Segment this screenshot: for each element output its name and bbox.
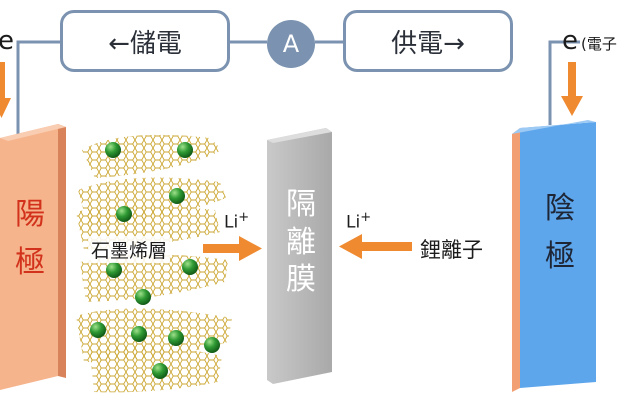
li-sphere (90, 322, 106, 338)
electron-arrow-right (561, 62, 583, 116)
li-sphere (204, 337, 220, 353)
li-sphere (152, 363, 168, 379)
cathode-label-char: 陰 (545, 191, 575, 226)
li-sphere (182, 259, 198, 275)
ion-arrow-left (203, 236, 262, 261)
anode-label: 陽 極 (10, 196, 50, 281)
anode-electrode (0, 124, 66, 390)
ammeter: A (267, 20, 315, 68)
separator (267, 128, 332, 384)
lithium-ion-label: 鋰離子 (420, 238, 483, 262)
cathode-electrode (512, 120, 596, 392)
li-charge: + (360, 210, 372, 225)
anode-label-char: 陽 (15, 197, 45, 232)
separator-label-char: 隔 (286, 187, 316, 222)
li-symbol: Li (346, 212, 361, 233)
li-sphere (106, 262, 122, 278)
li-symbol: Li (224, 212, 239, 233)
separator-label-char: 膜 (286, 262, 316, 297)
electron-symbol: e (562, 26, 578, 56)
li-sphere (131, 326, 147, 342)
ion-arrow-right (339, 234, 412, 259)
wire-right (548, 40, 580, 125)
li-charge: + (238, 210, 250, 225)
li-sphere (116, 206, 132, 222)
li-sphere (177, 142, 193, 158)
li-ion-label-right: Li+ (346, 210, 371, 233)
separator-label-char: 離 (286, 224, 316, 260)
anode-label-char: 極 (15, 244, 45, 280)
cathode-label: 陰 極 (538, 190, 582, 275)
graphene-label: 石墨烯層 (88, 236, 171, 263)
li-sphere (169, 188, 185, 204)
discharge-label: 供電→ (391, 28, 465, 59)
electron-label-left: e (0, 26, 14, 56)
li-sphere (105, 142, 121, 158)
cathode-label-char: 極 (545, 238, 575, 274)
graphene-layers (76, 134, 232, 393)
li-ion-label-left: Li+ (224, 210, 249, 233)
li-sphere (135, 289, 151, 305)
electron-label-right: e(電子 (562, 26, 617, 56)
charge-label: ←儲電 (108, 28, 182, 59)
electron-note: (電子 (581, 35, 617, 53)
wire-left (16, 40, 60, 135)
li-sphere (168, 330, 184, 346)
separator-label: 隔 離 膜 (278, 186, 324, 299)
charge-label-box: ←儲電 (60, 10, 230, 72)
electron-arrow-left (0, 62, 11, 118)
discharge-label-box: 供電→ (343, 10, 513, 72)
ammeter-label: A (282, 30, 300, 58)
lithium-spheres (90, 142, 220, 379)
